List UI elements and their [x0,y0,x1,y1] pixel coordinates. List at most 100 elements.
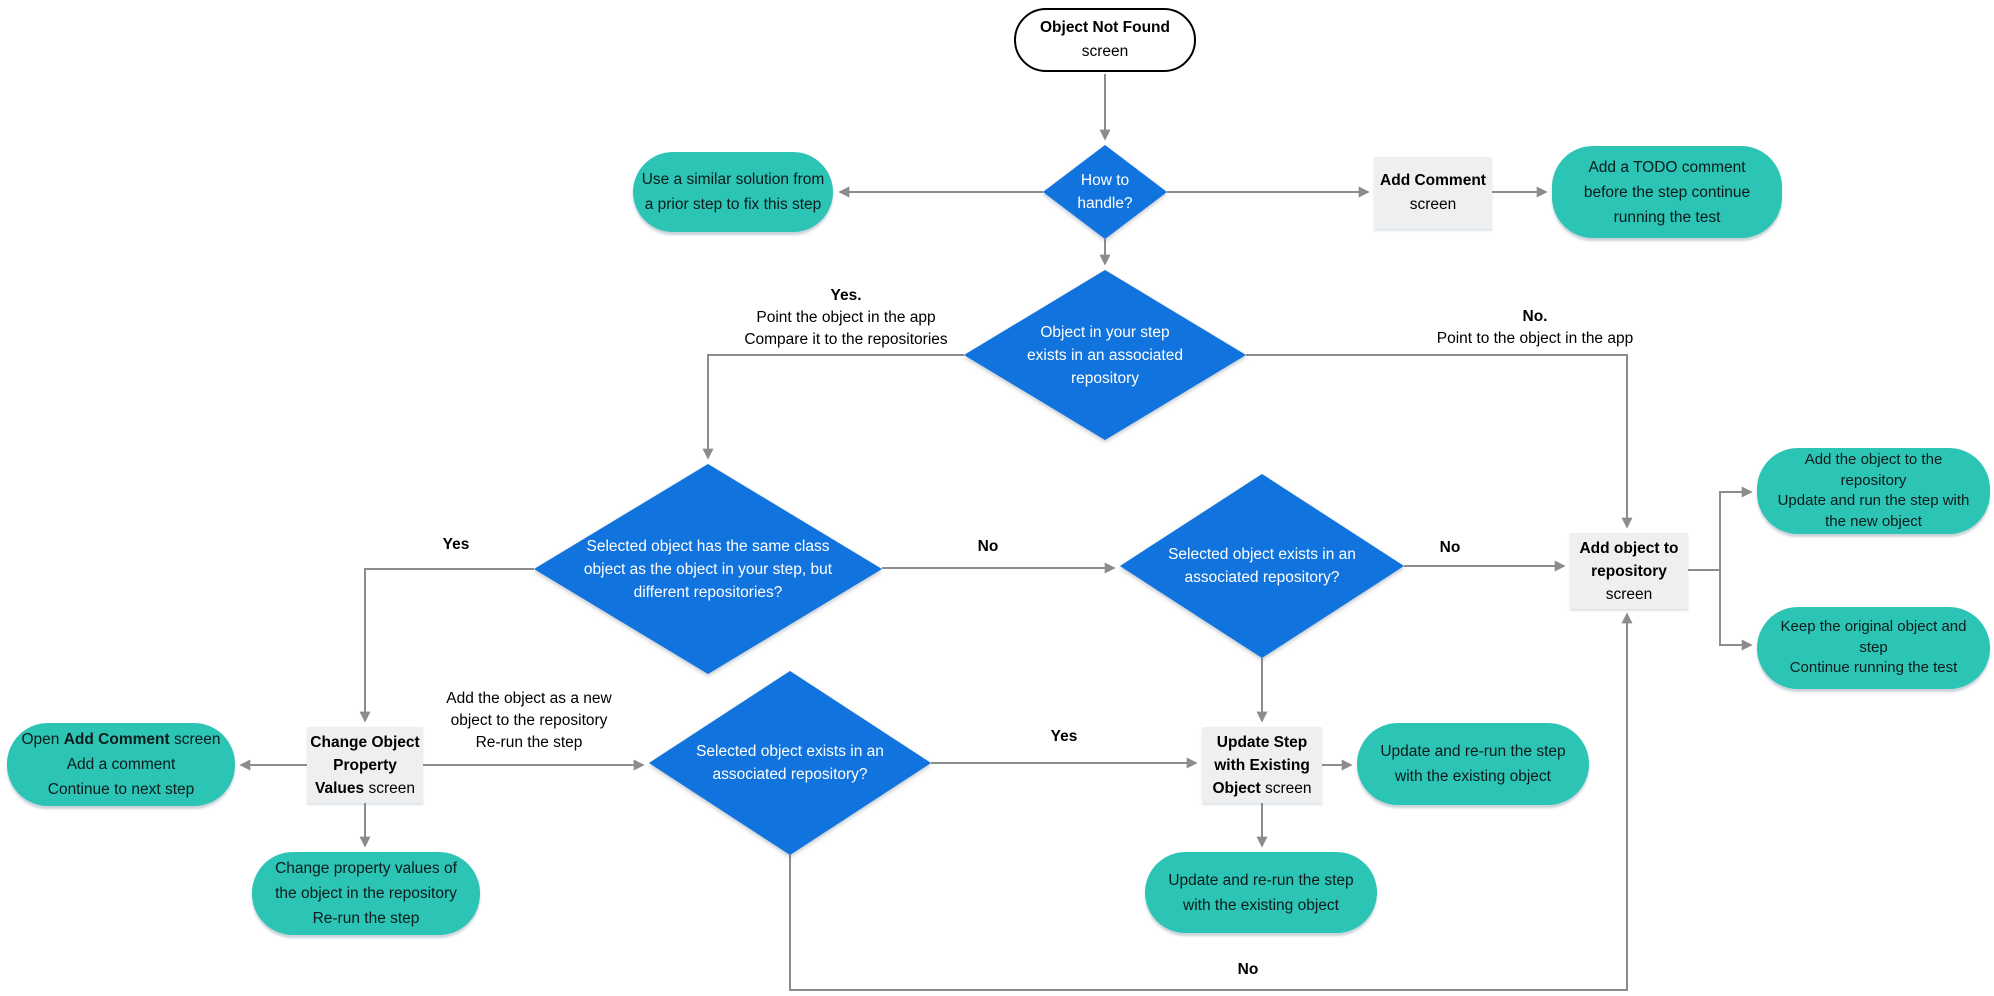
decision-how-to-handle: How to handle? [1043,145,1167,239]
screen-update-step-existing-object: Update Step with Existing Object screen [1202,727,1322,803]
text-regular: screen [364,779,415,797]
label-title: Yes. [830,287,862,304]
decision-selected-exists-mid-text: Selected object exists in an associated … [1120,474,1404,658]
text-line: object to the repository [450,712,608,729]
text-line: How to [1080,172,1130,189]
text-line: a prior step to fix this step [644,196,822,213]
text-line: Object screen [1212,777,1311,800]
text-line: with the existing object [1395,768,1551,785]
text-line: screen [1605,585,1653,603]
text-line: Update and re-run the step [1380,743,1566,760]
text-line: Compare it to the repositories [744,331,948,348]
decision-object-in-step-exists: Object in your step exists in an associa… [964,270,1246,440]
text-bold: Values [315,779,365,797]
text-line: Add the object as a new [446,690,612,707]
text-line: Point the object in the app [756,309,936,326]
result-add-todo-comment: Add a TODO comment before the step conti… [1552,146,1782,238]
result-update-rerun-right: Update and re-run the step with the exis… [1357,723,1589,805]
label-no-bottom: No [1237,961,1259,978]
text-line: Re-run the step [312,910,420,927]
text-line: Update Step [1216,733,1308,751]
result-add-new-object: Add the object to the repository Update … [1757,448,1990,534]
connector-exists-no [1246,354,1633,529]
text-regular: screen [169,731,221,748]
text-line: Selected object exists in an [696,743,884,760]
decision-selected-exists-bottom-text: Selected object exists in an associated … [649,671,931,855]
text-line: Selected object exists in an [1168,546,1356,563]
screen-add-comment: Add Comment screen [1374,157,1492,229]
text-line: the object in the repository [275,885,457,902]
text-line: Use a similar solution from [641,171,825,188]
decision-same-class-text: Selected object has the same class objec… [534,464,882,674]
label-no-point: No. Point to the object in the app [1350,306,1720,350]
screen-add-comment-subtitle: screen [1409,196,1457,213]
result-open-add-comment: Open Add Comment screen Add a comment Co… [7,723,235,806]
text-bold: Object [1212,779,1261,797]
connector-addtorepo-to-addnew [1719,486,1753,570]
text-bold: Add Comment [63,731,170,748]
decision-selected-exists-bottom: Selected object exists in an associated … [649,671,931,855]
text-line: Add object to [1579,539,1679,557]
text-regular: Open [21,731,64,748]
screen-change-object-property-values: Change Object Property Values screen [307,727,423,803]
start-subtitle: screen [1081,43,1129,60]
connector-exists-yes [702,354,964,460]
result-keep-original: Keep the original object and step Contin… [1757,607,1990,689]
label-no-after-same-class: No [977,538,999,555]
label-no-after-exists-mid: No [1439,539,1461,556]
result-change-property-values: Change property values of the object in … [252,852,480,935]
text-regular: screen [1260,779,1312,797]
label-title: No. [1522,308,1548,325]
text-line: the new object [1825,512,1922,530]
result-update-rerun-below: Update and re-run the step with the exis… [1145,852,1377,933]
text-line: Keep the original object and [1780,618,1967,636]
label-add-as-new-object: Add the object as a new object to the re… [394,688,664,754]
text-line: Property [333,756,397,774]
text-line: handle? [1077,195,1133,212]
text-line: repository [1591,562,1667,580]
start-title: Object Not Found [1039,19,1170,36]
text-line: Update and run the step with [1777,492,1970,509]
text-line: Open Add Comment screen [22,727,221,752]
text-line: before the step continue [1583,183,1751,201]
text-line: repository [1840,471,1907,489]
text-line: Add a TODO comment [1588,158,1746,176]
label-yes-left: Yes [442,536,470,553]
text-line: Re-run the step [475,734,583,751]
decision-selected-exists-mid: Selected object exists in an associated … [1120,474,1404,658]
label-yes-bottom: Yes [1050,728,1078,745]
text-line: Change Object [310,733,420,751]
connector-addtorepo-to-keep [1719,570,1753,651]
decision-object-in-step-text: Object in your step exists in an associa… [964,270,1246,440]
decision-how-to-handle-text: How to handle? [1043,145,1167,239]
text-line: Add a comment [66,756,176,773]
start-terminator: Object Not Found screen [1014,8,1196,72]
text-line: running the test [1613,208,1721,226]
text-line: repository [1070,369,1140,387]
text-line: Object in your step [1040,323,1170,341]
text-line: Change property values of [275,860,457,877]
text-line: Values screen [315,777,415,800]
text-line: exists in an associated [1027,346,1183,364]
text-line: Update and re-run the step [1168,871,1354,889]
connector-existsbottom-no [789,612,1633,991]
text-line: associated repository? [1184,569,1340,586]
text-line: with Existing [1214,756,1310,774]
decision-same-class-object: Selected object has the same class objec… [534,464,882,674]
text-line: different repositories? [633,583,783,601]
text-line: step [1859,638,1888,656]
text-line: Selected object has the same class [586,537,830,555]
text-line: object as the object in your step, but [583,560,833,578]
connector-group [239,74,1753,991]
connector-sameclass-yes [359,568,534,723]
text-line: Point to the object in the app [1436,330,1634,347]
text-line: associated repository? [712,766,868,783]
text-line: Continue to next step [47,781,195,798]
screen-add-object-to-repository: Add object to repository screen [1570,533,1688,609]
result-use-similar-solution: Use a similar solution from a prior step… [633,152,833,232]
text-line: Continue running the test [1789,659,1958,677]
text-line: Add the object to the [1804,451,1943,468]
screen-add-comment-title: Add Comment [1380,172,1486,189]
